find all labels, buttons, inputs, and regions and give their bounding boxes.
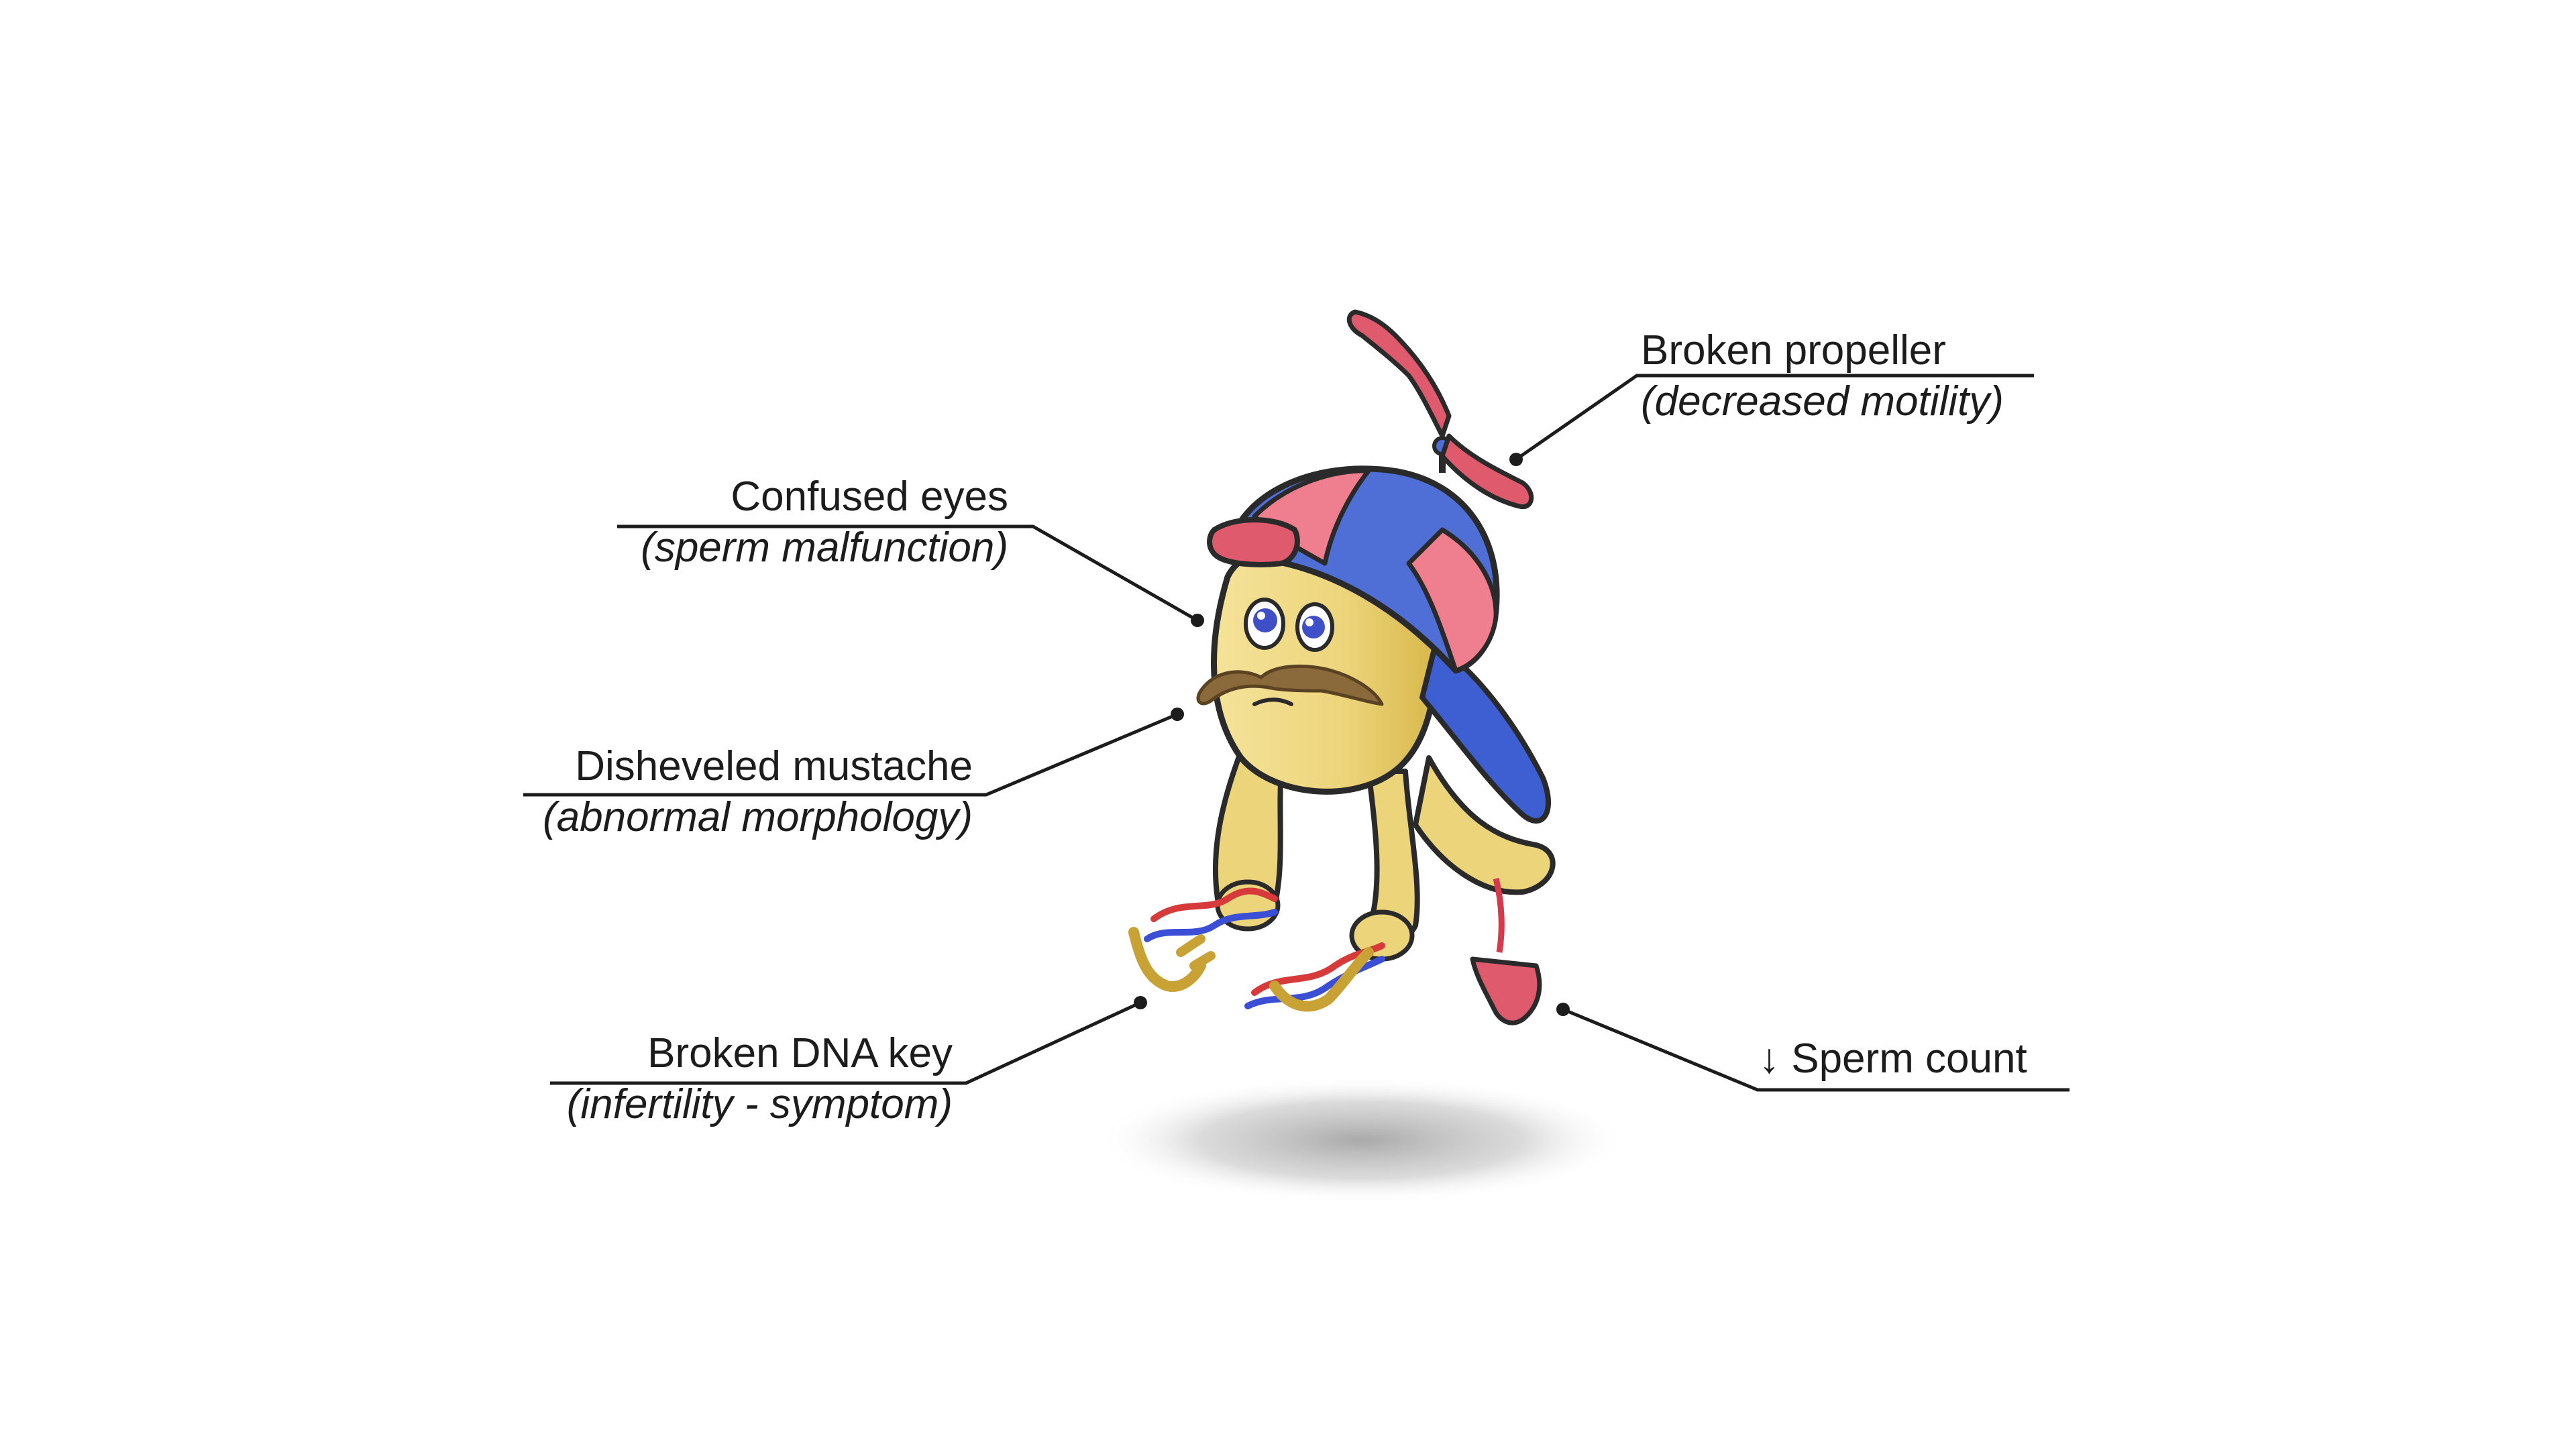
- callout-count-title: ↓ Sperm count: [1759, 1036, 2027, 1082]
- propeller-blade-down: [1440, 433, 1534, 510]
- leader-dna-dot: [1134, 996, 1147, 1009]
- count-weight: [1470, 956, 1542, 1025]
- callout-eyes-sub: (sperm malfunction): [641, 524, 1008, 571]
- dna-key-right: [1269, 947, 1374, 1012]
- cap-front-brim: [1207, 517, 1300, 567]
- count-weight-string: [1493, 877, 1505, 953]
- callout-mustache-sub: (abnormal morphology): [543, 794, 973, 840]
- callout-propeller-sub: (decreased motility): [1641, 378, 2004, 425]
- leader-eyes: [617, 524, 1199, 622]
- callout-dna-sub: (infertility - symptom): [566, 1081, 953, 1127]
- cap-back-brim: [1419, 641, 1551, 824]
- left-pupil-highlight: [1257, 612, 1265, 620]
- leader-lines: [523, 374, 2070, 1092]
- propeller-blade-up: [1346, 309, 1452, 439]
- floor-shadow: [1093, 1076, 1630, 1204]
- callout-mustache-title: Disheveled mustache: [575, 743, 973, 789]
- leader-propeller: [1515, 374, 2034, 461]
- left-pupil: [1253, 608, 1277, 632]
- leader-dna: [550, 1001, 1142, 1085]
- dna-strand-left-red: [1150, 887, 1278, 922]
- callout-dna-title: Broken DNA key: [647, 1030, 953, 1076]
- dna-strand-left-blue: [1144, 909, 1278, 942]
- callout-count: ↓ Sperm count: [1759, 1038, 2027, 1080]
- leader-propeller-dot: [1509, 453, 1523, 466]
- callout-propeller-title: Broken propeller: [1641, 327, 1946, 374]
- leader-mustache: [523, 712, 1178, 797]
- callout-eyes-title: Confused eyes: [731, 473, 1008, 520]
- dna-key-left-teeth: [1176, 934, 1216, 970]
- right-pupil: [1302, 616, 1325, 638]
- callout-mustache: Disheveled mustache (abnormal morphology…: [543, 746, 973, 838]
- mouth: [1252, 697, 1293, 706]
- leader-count-dot: [1556, 1003, 1570, 1016]
- right-pupil-highlight: [1305, 618, 1313, 626]
- cap-pink-panel-right: [1406, 527, 1499, 673]
- leader-eyes-dot: [1191, 614, 1204, 627]
- callout-dna: Broken DNA key (infertility - symptom): [567, 1033, 953, 1125]
- leader-mustache-dot: [1171, 708, 1184, 721]
- callout-eyes: Confused eyes (sperm malfunction): [641, 476, 1008, 569]
- mustache: [1196, 665, 1384, 706]
- tail: [1413, 755, 1556, 895]
- dna-key-left: [1128, 927, 1206, 992]
- dna-strand-right-blue: [1244, 956, 1385, 1009]
- leader-count: [1562, 1007, 2070, 1092]
- callout-propeller: Broken propeller (decreased motility): [1641, 330, 2004, 423]
